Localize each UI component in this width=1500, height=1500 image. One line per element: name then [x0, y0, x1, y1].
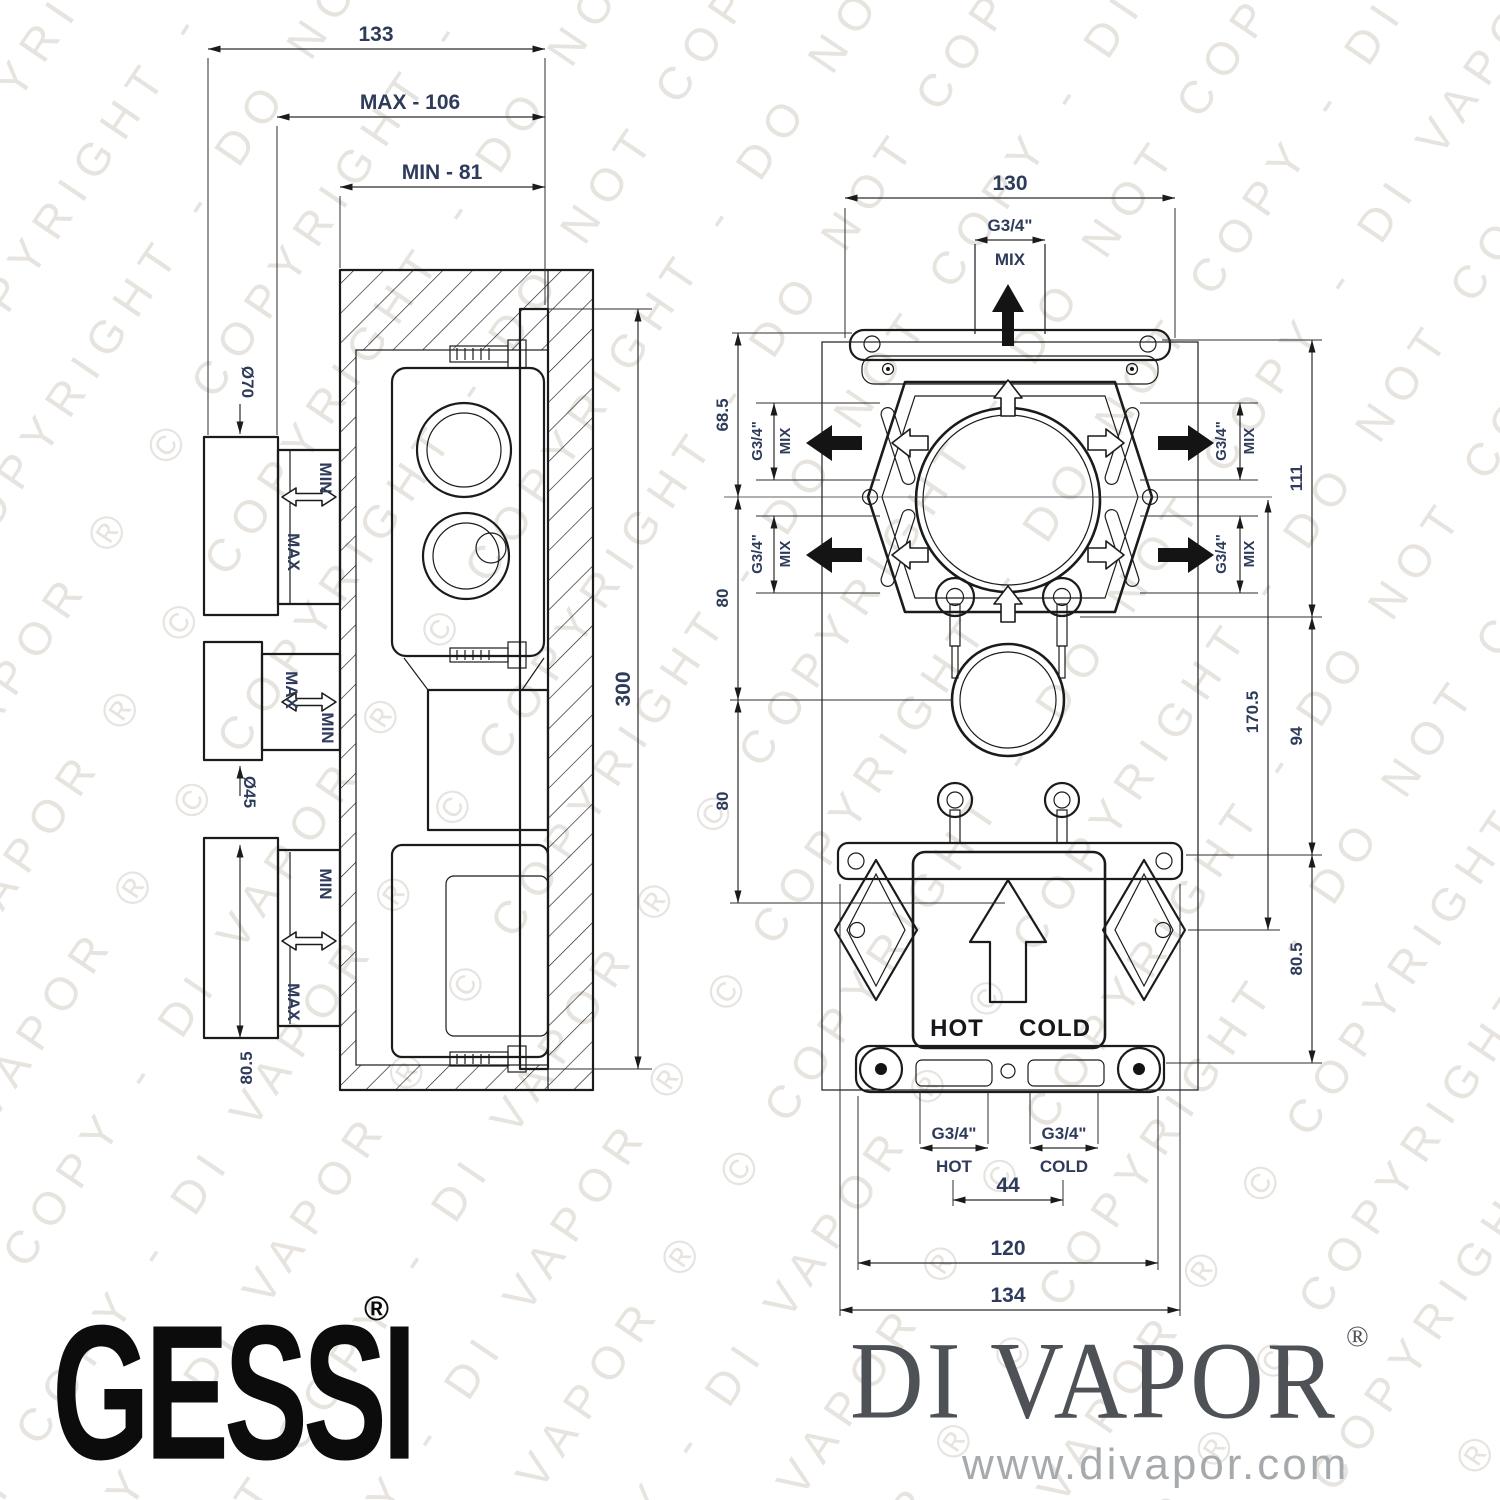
knob-middle: MAX MIN: [202, 640, 342, 762]
screw-bottom: [507, 1045, 527, 1073]
dim-44: 44: [996, 1174, 1020, 1197]
diverter-unit-side: [390, 843, 550, 1073]
port-mix-right-lower: MIX: [1241, 541, 1258, 568]
divapor-logo-text: DI VAPOR: [850, 1320, 1338, 1443]
side-port-dimensions: G3/4" MIX G3/4" MIX G3/4" MIX G3/4" MIX: [749, 402, 1258, 594]
dim-80-a: 80: [713, 589, 732, 608]
bottom-rail: [854, 1044, 1166, 1094]
back-box: [821, 341, 1199, 1091]
volume-control-circle: [950, 642, 1066, 758]
dim-300: 300: [612, 671, 635, 706]
keyhole-screws-upper: [934, 576, 1083, 679]
knob-bottom: MIN MAX: [202, 836, 342, 1040]
dim-68-5: 68.5: [713, 398, 732, 431]
website-url: www.divapor.com: [962, 1440, 1350, 1489]
middle-body-side: [403, 657, 550, 832]
arrow-mix-left-upper: [806, 425, 862, 461]
mix-label-top: MIX: [995, 250, 1026, 269]
dim-133: 133: [358, 23, 393, 46]
divapor-logo: DI VAPOR ® www.divapor.com: [850, 1318, 1410, 1489]
hollow-arrow-left-upper: [891, 428, 929, 458]
front-top-dimensions: 130 G3/4" MIX: [844, 172, 1176, 338]
dim-max-106: MAX - 106: [360, 91, 460, 114]
knob-top-min-label: MIN: [316, 462, 335, 493]
arrow-mix-right-upper: [1158, 425, 1214, 461]
divapor-registered-icon: ®: [1346, 1320, 1369, 1353]
dim-111: 111: [1287, 465, 1306, 492]
diamond-bracket-left: [833, 858, 919, 1002]
hollow-arrow-right-upper: [1087, 428, 1125, 458]
hot-cold-plate: HOT COLD: [911, 850, 1107, 1050]
dim-80-5-side: 80.5: [237, 1051, 256, 1084]
dim-130: 130: [992, 172, 1027, 195]
min-max-arrow-top: [281, 487, 337, 507]
side-view-dimensions: 133 MAX - 106 MIN - 81 Ø70 Ø45 80.5 300: [207, 23, 652, 1085]
dim-170-5: 170.5: [1243, 691, 1262, 734]
front-view: HOT COLD: [713, 172, 1322, 1316]
dim-min-81: MIN - 81: [402, 161, 483, 184]
thermostatic-cartridge-front: [861, 379, 1159, 623]
hollow-arrow-left-lower: [891, 540, 929, 570]
dim-120: 120: [990, 1237, 1025, 1260]
arrow-mix-left-lower: [806, 537, 862, 573]
knob-middle-min-label: MIN: [318, 712, 337, 743]
dim-94: 94: [1287, 726, 1306, 745]
min-max-arrow-bottom: [281, 931, 337, 951]
keyhole-screws-lower: [936, 781, 1081, 844]
cold-label-plate: COLD: [1019, 1015, 1091, 1042]
front-right-dimensions: 111 94 80.5 170.5: [1080, 339, 1322, 1064]
gessi-logo: GESSI ®: [52, 1282, 417, 1500]
hot-label-plate: HOT: [930, 1015, 984, 1042]
front-left-dimensions: 68.5 80 80: [713, 332, 1005, 904]
hollow-arrow-up-top: [993, 379, 1023, 417]
port-size-right-lower: G3/4": [1213, 534, 1230, 574]
dim-80-5-front: 80.5: [1287, 942, 1306, 975]
mix-size-top: G3/4": [988, 216, 1033, 235]
knob-top-max-label: MAX: [284, 533, 303, 571]
thermostatic-unit-side: [390, 339, 546, 669]
dia-45: Ø45: [240, 776, 259, 808]
hollow-arrow-up-bottom: [993, 585, 1023, 623]
side-section-view: MIN MAX MAX MIN MIN MAX: [202, 23, 652, 1092]
hot-size: G3/4": [932, 1124, 977, 1143]
screw-top: [507, 339, 527, 369]
flow-arrows: [806, 284, 1214, 573]
hollow-arrow-right-lower: [1087, 540, 1125, 570]
port-size-left-lower: G3/4": [749, 534, 766, 574]
port-size-right-upper: G3/4": [1213, 421, 1230, 461]
arrow-mix-right-lower: [1158, 537, 1214, 573]
wall-hatch: [340, 270, 593, 1090]
dim-134: 134: [990, 1284, 1025, 1307]
knob-top: MIN MAX: [202, 435, 342, 617]
lower-mounting-plate: [836, 841, 1184, 881]
arrow-mix-up: [992, 284, 1024, 346]
knob-middle-max-label: MAX: [282, 671, 301, 709]
gessi-registered-icon: ®: [364, 1290, 390, 1328]
dim-80-b: 80: [713, 792, 732, 811]
knob-bottom-max-label: MAX: [284, 983, 303, 1021]
dia-70: Ø70: [238, 366, 257, 398]
port-size-left-upper: G3/4": [749, 421, 766, 461]
knob-bottom-min-label: MIN: [316, 868, 335, 899]
hot-label: HOT: [936, 1157, 973, 1176]
port-mix-right-upper: MIX: [1241, 428, 1258, 455]
min-max-arrow-middle: [281, 692, 337, 712]
screw-mid: [507, 641, 527, 669]
cold-size: G3/4": [1042, 1124, 1087, 1143]
gessi-logo-text: GESSI: [52, 1284, 417, 1500]
flow-direction-arrow: [968, 878, 1048, 1004]
front-bottom-dimensions: G3/4" HOT G3/4" COLD 44 120 134: [839, 884, 1181, 1316]
diamond-bracket-right: [1101, 858, 1187, 1002]
cold-label: COLD: [1040, 1157, 1088, 1176]
port-mix-left-lower: MIX: [777, 541, 794, 568]
port-mix-left-upper: MIX: [777, 428, 794, 455]
